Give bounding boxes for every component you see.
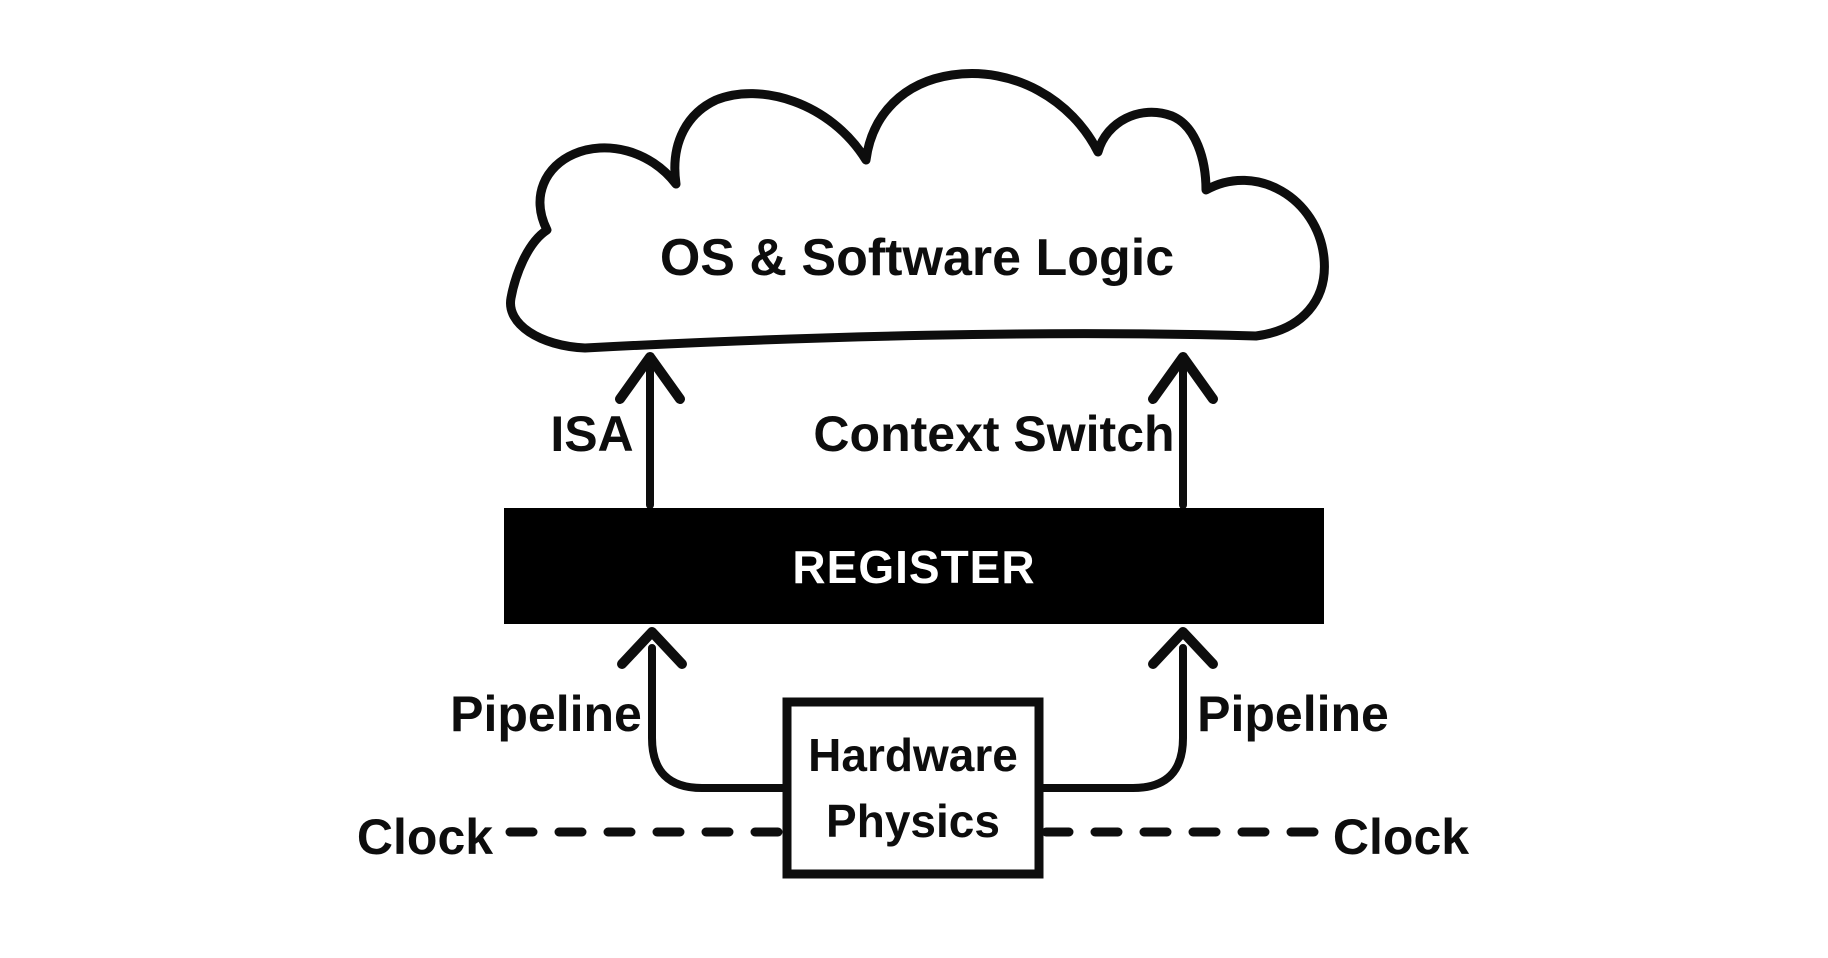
pipeline-left-head bbox=[617, 627, 687, 669]
context-switch-label: Context Switch bbox=[813, 406, 1174, 462]
pipeline-left-path bbox=[648, 644, 787, 792]
hardware-physics-box: Hardware Physics bbox=[782, 697, 1044, 879]
clock-right-label: Clock bbox=[1333, 809, 1469, 865]
isa-arrow-head bbox=[615, 352, 685, 404]
hardware-physics-line2: Physics bbox=[826, 795, 1000, 847]
register-label: REGISTER bbox=[792, 541, 1035, 593]
pipeline-left-arrow bbox=[617, 627, 787, 792]
context-switch-arrow bbox=[1148, 352, 1218, 509]
pipeline-right-head bbox=[1148, 627, 1218, 669]
pipeline-right-label: Pipeline bbox=[1197, 686, 1389, 742]
isa-arrow bbox=[615, 352, 685, 509]
pipeline-right-path bbox=[1039, 644, 1187, 792]
pipeline-right-arrow bbox=[1039, 627, 1218, 792]
context-switch-arrow-head bbox=[1148, 352, 1218, 404]
register-bar bbox=[504, 508, 1324, 624]
hardware-physics-line1: Hardware bbox=[808, 729, 1018, 781]
cloud-label: OS & Software Logic bbox=[660, 229, 1174, 287]
pipeline-left-label: Pipeline bbox=[450, 686, 642, 742]
clock-left-label: Clock bbox=[357, 809, 493, 865]
hardware-physics-rect bbox=[782, 697, 1044, 879]
isa-label: ISA bbox=[550, 406, 633, 462]
cloud-shape bbox=[506, 69, 1329, 353]
